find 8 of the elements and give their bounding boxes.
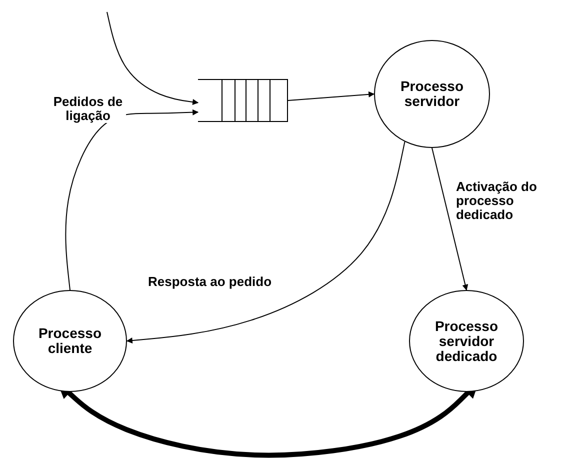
process-label: Processo servidor dedicado — [434, 318, 500, 364]
process-label: Processo cliente — [37, 326, 103, 356]
arrow — [432, 148, 468, 291]
arrow — [65, 109, 199, 290]
arrow — [126, 141, 406, 344]
arrow — [288, 91, 375, 101]
process-label: Processo servidor — [399, 79, 465, 109]
arrow — [106, 12, 199, 105]
